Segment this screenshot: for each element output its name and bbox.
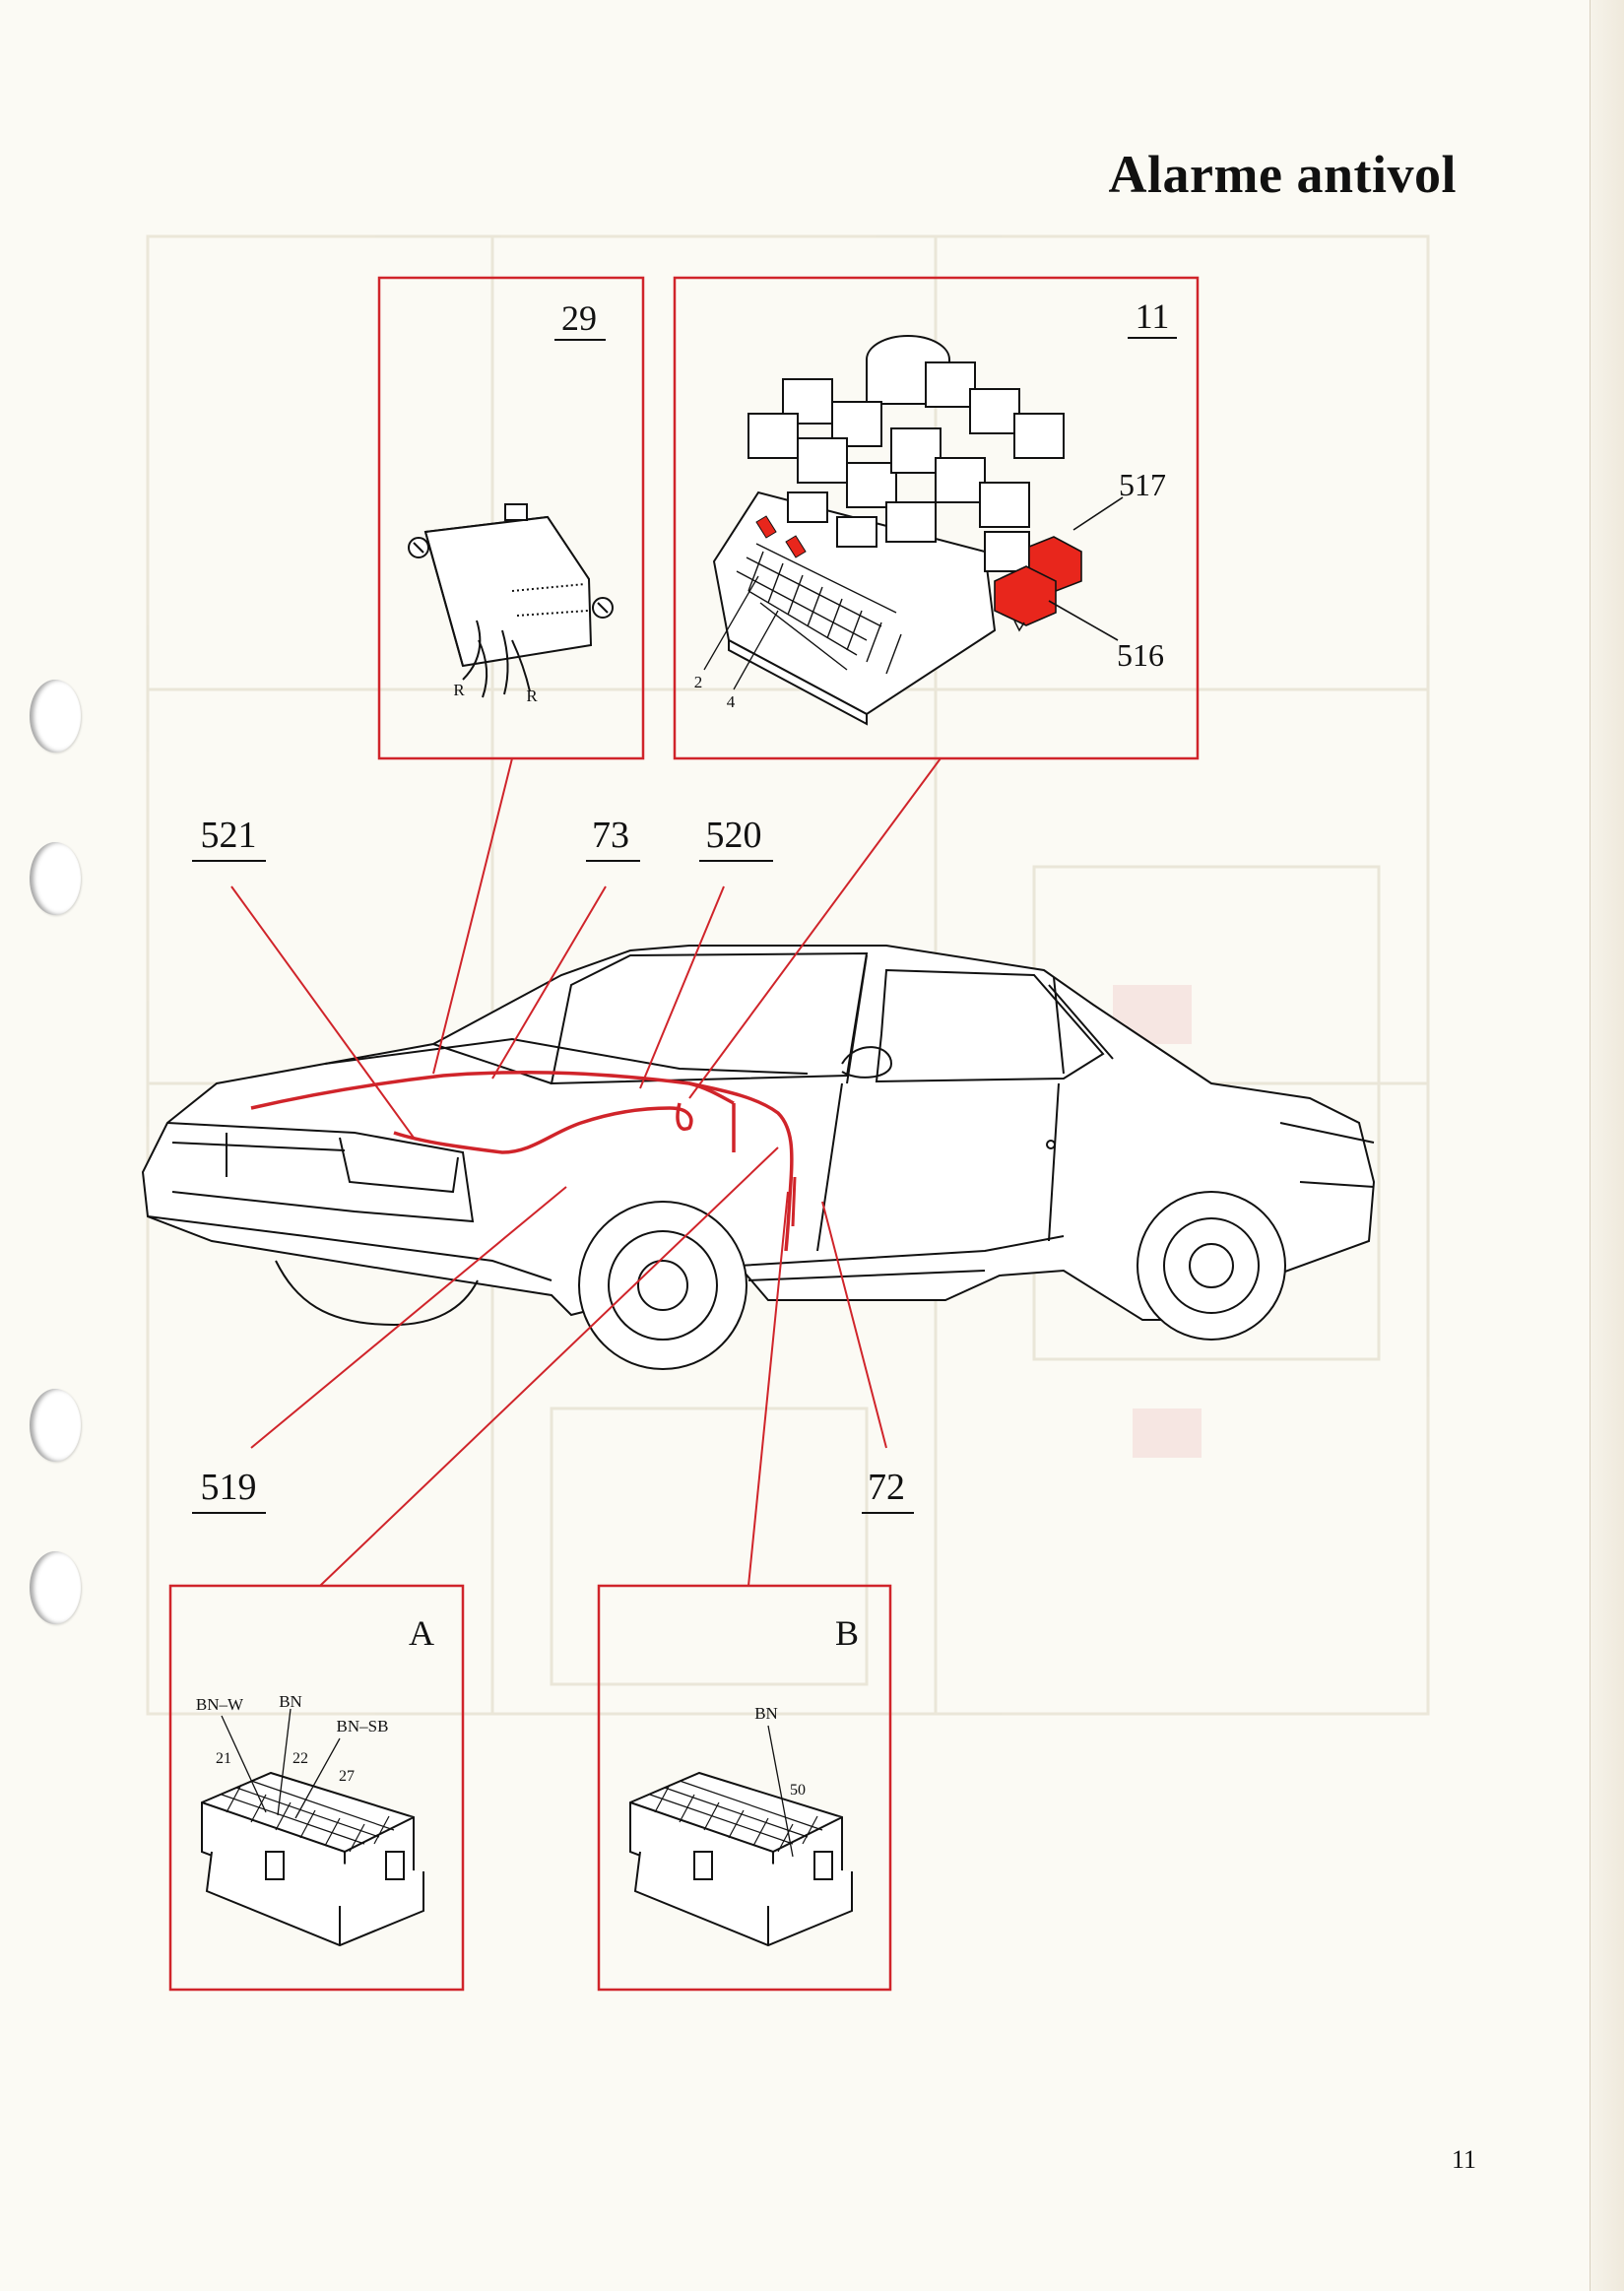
callout-519-label: 519: [201, 1467, 257, 1508]
panel-a-frame: [168, 1584, 465, 1992]
callout-519: 519: [192, 1467, 266, 1514]
callout-73-label: 73: [592, 815, 629, 856]
panel-b-frame: [597, 1584, 892, 1992]
panel-a-letter: A: [409, 1613, 434, 1653]
panel-a: A: [168, 1584, 465, 1992]
central-electrical-unit-drawing: [712, 335, 1065, 726]
panel-b: B BN 50: [597, 1584, 892, 1992]
panel-11-frame: [673, 276, 1200, 760]
punch-hole: [30, 1389, 81, 1462]
punch-hole: [30, 680, 81, 753]
punch-hole: [30, 842, 81, 915]
wire-label-bn-w: BN–W: [196, 1695, 244, 1714]
callout-520-label: 520: [706, 815, 762, 856]
alarm-wiring-harness: [250, 1070, 794, 1252]
car-drawing: [141, 945, 1376, 1370]
callout-72-label: 72: [868, 1467, 905, 1508]
panel-b-letter: B: [835, 1613, 859, 1653]
panel-11-number: 11: [1136, 296, 1170, 336]
callout-521-label: 521: [201, 815, 257, 856]
panel-29-number: 29: [561, 298, 597, 338]
label-516: 516: [1117, 637, 1164, 673]
leader-lines: [230, 757, 942, 1587]
label-517: 517: [1119, 467, 1166, 502]
label-fuse-4: 4: [727, 692, 736, 711]
page-edge-strip: [1590, 0, 1624, 2291]
connector-72-harness: [791, 1176, 797, 1227]
connector-b-drawing: [629, 1771, 853, 1947]
fuse-2-highlight: [755, 515, 777, 539]
callout-520: 520: [699, 815, 773, 862]
panel-29: 29 R R: [377, 276, 645, 760]
pin-label-22: 22: [292, 1750, 308, 1767]
relay-516-highlight: [994, 565, 1057, 632]
page-title: Alarme antivol: [1108, 145, 1457, 205]
punch-hole: [30, 1551, 81, 1624]
wire-label-r-right: R: [526, 687, 538, 705]
wire-label-bn-b: BN: [754, 1704, 778, 1723]
callout-73: 73: [586, 815, 640, 862]
pin-label-50: 50: [790, 1782, 806, 1799]
wire-label-bn-a: BN: [279, 1692, 302, 1711]
callout-72: 72: [862, 1467, 914, 1514]
pin-label-27: 27: [339, 1768, 355, 1785]
connector-a-drawing: [201, 1771, 424, 1947]
pin-label-21: 21: [216, 1750, 231, 1767]
page-number: 11: [1451, 2145, 1476, 2174]
label-fuse-2: 2: [694, 673, 703, 691]
alarm-control-unit-drawing: [408, 503, 614, 698]
wire-label-bn-sb: BN–SB: [337, 1717, 389, 1735]
callout-521: 521: [192, 815, 266, 862]
panel-11: 11: [673, 276, 1200, 760]
fuse-4-highlight: [785, 535, 807, 558]
wire-label-r-left: R: [453, 681, 465, 699]
